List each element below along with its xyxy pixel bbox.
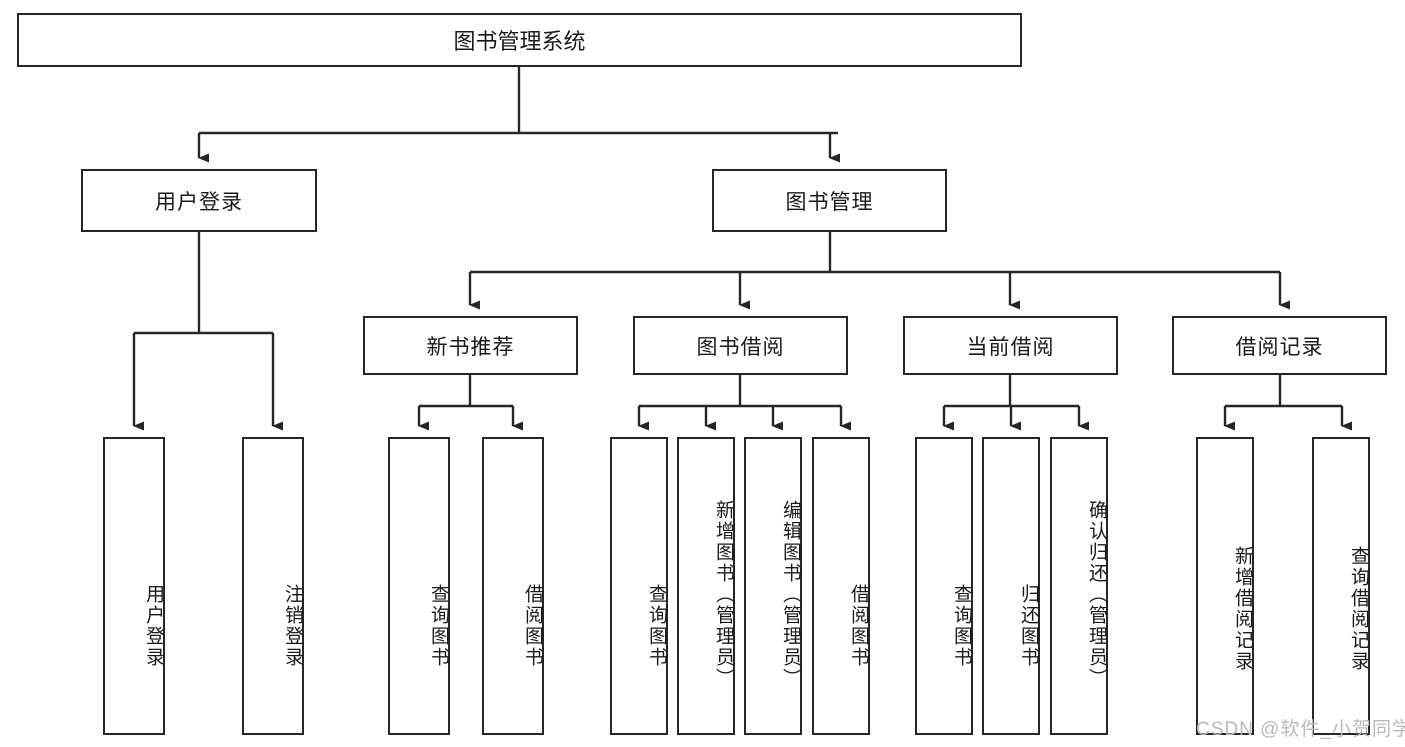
node-level2-0[interactable]: 用户登录 (81, 169, 317, 232)
node-level3-3[interactable]: 借阅记录 (1172, 316, 1387, 375)
node-leaf-0[interactable]: 用户登录 (103, 437, 165, 735)
node-leaf-1[interactable]: 注销登录 (242, 437, 304, 735)
node-leaf-10[interactable]: 确认归还（管理员） (1050, 437, 1108, 735)
node-level2-1[interactable]: 图书管理 (712, 169, 947, 232)
node-leaf-6[interactable]: 编辑图书（管理员） (744, 437, 802, 735)
node-root-图书管理系统[interactable]: 图书管理系统 (17, 13, 1022, 67)
csdn-watermark: CSDN @软件_小贺同学 (1196, 719, 1405, 740)
node-leaf-4[interactable]: 查询图书 (610, 437, 668, 735)
node-leaf-11[interactable]: 新增借阅记录 (1196, 437, 1254, 735)
node-leaf-7[interactable]: 借阅图书 (812, 437, 870, 735)
node-leaf-2[interactable]: 查询图书 (388, 437, 450, 735)
node-level3-0[interactable]: 新书推荐 (363, 316, 578, 375)
node-leaf-8[interactable]: 查询图书 (915, 437, 973, 735)
node-leaf-3[interactable]: 借阅图书 (482, 437, 544, 735)
node-leaf-5[interactable]: 新增图书（管理员） (677, 437, 735, 735)
node-leaf-12[interactable]: 查询借阅记录 (1312, 437, 1370, 735)
node-level3-2[interactable]: 当前借阅 (903, 316, 1118, 375)
node-leaf-9[interactable]: 归还图书 (982, 437, 1040, 735)
node-level3-1[interactable]: 图书借阅 (633, 316, 848, 375)
